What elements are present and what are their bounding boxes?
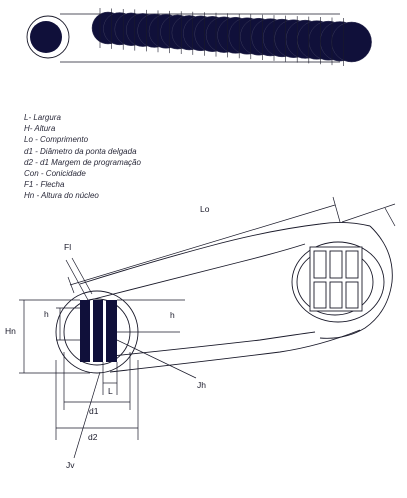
label-jh: Jh [197,380,206,390]
disc [30,21,62,53]
diagram-labels: Lo Fl Hn h h Jh L d1 d2 Jv [5,204,210,470]
dimension-lines [19,196,396,459]
legend-item: Lo - Comprimento [24,135,89,145]
label-hn: Hn [5,326,16,336]
label-d1: d1 [89,406,99,416]
core-cell-5 [329,281,343,309]
disc-row [26,8,372,66]
tick-group [99,8,344,66]
legend-item: d2 - d1 Margem de programação [24,157,141,167]
jv-leader [73,371,101,459]
legend-list: L- Largura H- Altura Lo - Comprimento d1… [24,112,284,202]
legend-item: F1 - Flecha [24,180,65,190]
label-fl: Fl [64,242,71,252]
large-end-cores [309,246,363,312]
log-bottom-edge [109,329,361,373]
core-3 [106,300,117,362]
core-2 [93,300,103,362]
core-cell-4 [313,281,327,309]
legend-item: d1 - Diâmetro da ponta delgada [24,146,137,156]
log-right-end [319,225,393,339]
legend-item: Hn - Altura do núcleo [24,191,99,201]
label-jv: Jv [66,460,75,470]
legend-item: Con - Conicidade [24,169,86,179]
fl-line-1 [65,259,89,301]
label-d2: d2 [88,432,98,442]
label-l: L [108,386,113,396]
label-h-left: h [44,309,49,319]
legend-item: H- Altura [24,124,56,134]
core-cell-1 [313,250,327,279]
core-cell-3 [345,250,359,279]
label-lo: Lo [200,204,210,214]
jh-leader [116,339,197,379]
right-dim-ext-top [341,203,396,223]
lo-dimension-line [69,204,336,286]
fl-line-2 [71,257,93,295]
core-cell-6 [345,281,359,309]
disc [331,21,372,63]
legend-item: L- Largura [24,113,61,122]
log-bottom-inner-edge [111,331,316,357]
core-cell-2 [329,250,343,279]
core-1 [80,300,90,362]
log-top-edge [79,221,371,285]
small-end-cores [80,300,117,362]
log-top-inner-edge [89,243,306,301]
label-h-right: h [170,310,175,320]
lo-extension-left [67,276,75,294]
lo-extension-right [332,196,341,223]
right-dim-line [384,207,396,227]
large-end-outer [291,241,385,323]
